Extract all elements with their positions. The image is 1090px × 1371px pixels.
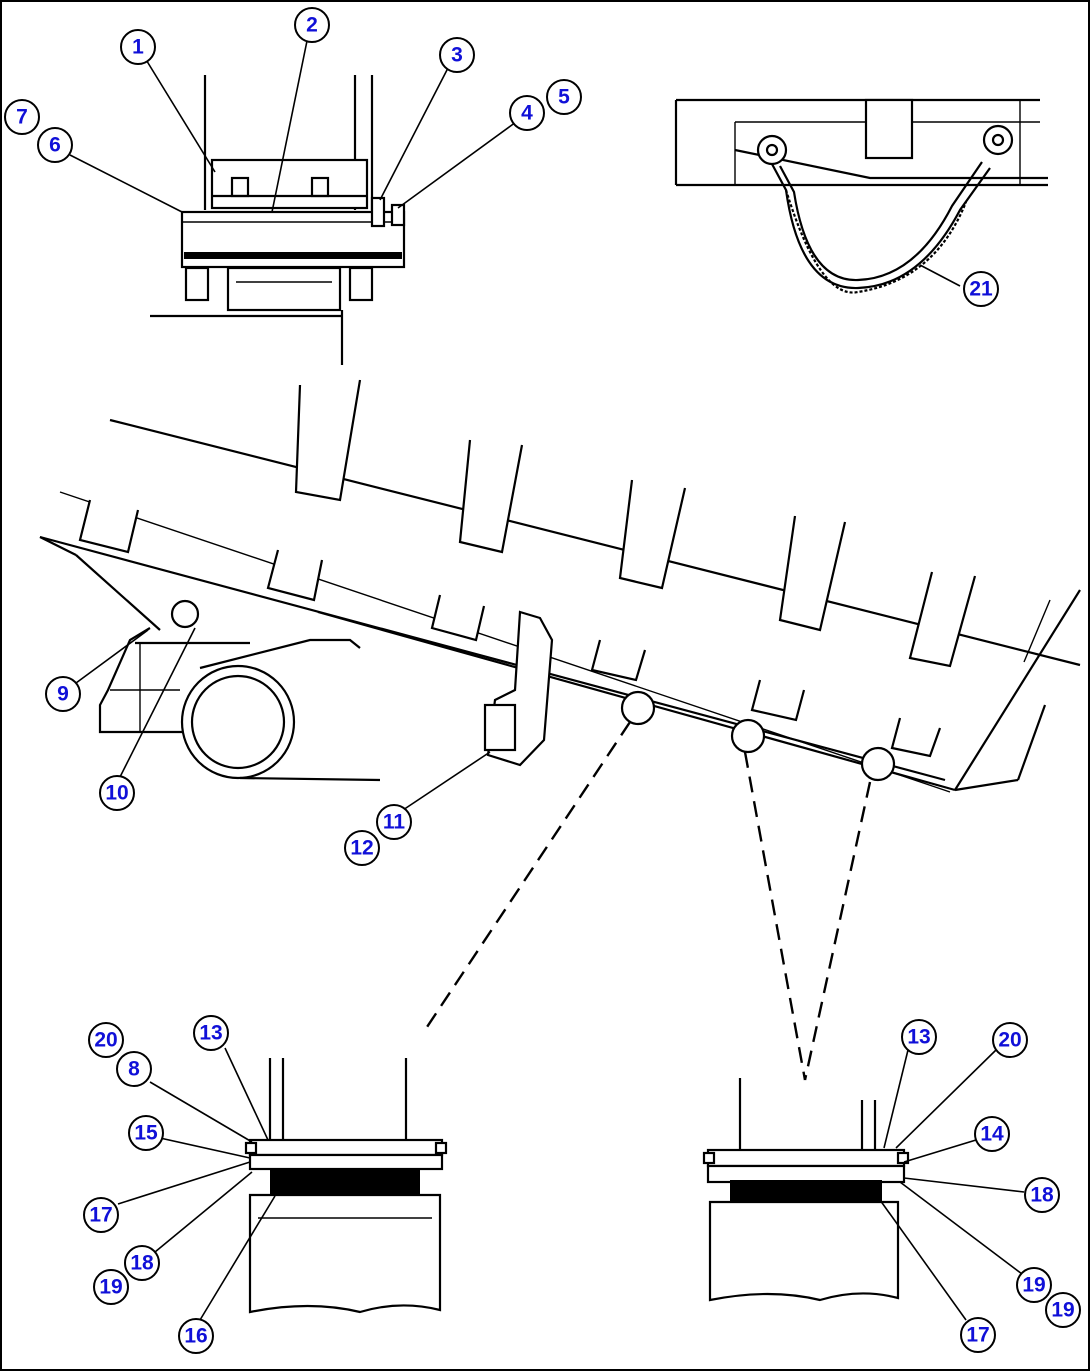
detail-pad-right [702,1078,910,1302]
callout-6: 6 [37,127,73,163]
callout-15: 15 [128,1115,164,1151]
svg-text:15: 15 [134,1122,158,1145]
svg-text:14: 14 [980,1123,1004,1146]
callout-10: 10 [99,775,135,811]
callout-2: 2 [294,7,330,43]
svg-text:6: 6 [49,134,61,157]
svg-text:11: 11 [383,811,406,834]
callout-7: 7 [4,99,40,135]
callout-5: 5 [546,79,582,115]
callout-4: 4 [509,95,545,131]
svg-text:1: 1 [132,36,144,59]
callout-19-left: 19 [93,1269,129,1305]
svg-text:17: 17 [89,1204,112,1227]
callout-16-left: 16 [178,1318,214,1354]
callout-1: 1 [120,29,156,65]
callout-20-right: 20 [992,1022,1028,1058]
svg-text:4: 4 [521,102,533,125]
svg-text:19: 19 [1051,1299,1074,1322]
callout-12: 12 [344,830,380,866]
callout-17-right: 18 [1024,1177,1060,1213]
callout-20-left: 20 [88,1022,124,1058]
svg-text:21: 21 [969,278,993,301]
svg-text:17: 17 [966,1324,989,1347]
svg-text:8: 8 [128,1058,140,1081]
callout-18-left: 18 [124,1245,160,1281]
svg-text:5: 5 [558,86,570,109]
svg-text:12: 12 [350,837,373,860]
detail-ground-strap [674,98,1048,294]
callout-8: 8 [116,1051,152,1087]
svg-text:13: 13 [199,1022,222,1045]
svg-text:20: 20 [94,1029,117,1052]
callout-16-right: 17 [960,1317,996,1353]
svg-text:3: 3 [451,44,463,67]
callout-18-right: 19 [1016,1267,1052,1303]
detail-pad-left [244,1058,448,1314]
callout-11: 11 [376,804,412,840]
callout-13-left: 13 [193,1015,229,1051]
svg-text:19: 19 [1022,1274,1045,1297]
svg-text:13: 13 [907,1026,930,1049]
svg-text:18: 18 [130,1252,154,1275]
svg-text:10: 10 [105,782,128,805]
callout-13-right: 13 [901,1019,937,1055]
callout-9: 9 [45,676,81,712]
callout-3: 3 [439,37,475,73]
detail-upper-cylinder [150,75,406,365]
svg-text:20: 20 [998,1029,1021,1052]
main-body-view [39,379,1081,1081]
svg-text:18: 18 [1030,1184,1054,1207]
svg-text:2: 2 [306,14,318,37]
callout-17-left: 17 [83,1197,119,1233]
callout-14: 14 [974,1116,1010,1152]
svg-text:16: 16 [184,1325,207,1348]
svg-text:19: 19 [99,1276,122,1299]
callouts: 1 2 3 4 5 7 6 21 9 10 11 12 20 8 13 15 1… [4,7,1081,1354]
callout-21: 21 [963,271,999,307]
svg-text:7: 7 [16,106,28,129]
leader-lines [69,35,1025,1321]
callout-19-right: 19 [1045,1292,1081,1328]
svg-text:9: 9 [57,683,69,706]
